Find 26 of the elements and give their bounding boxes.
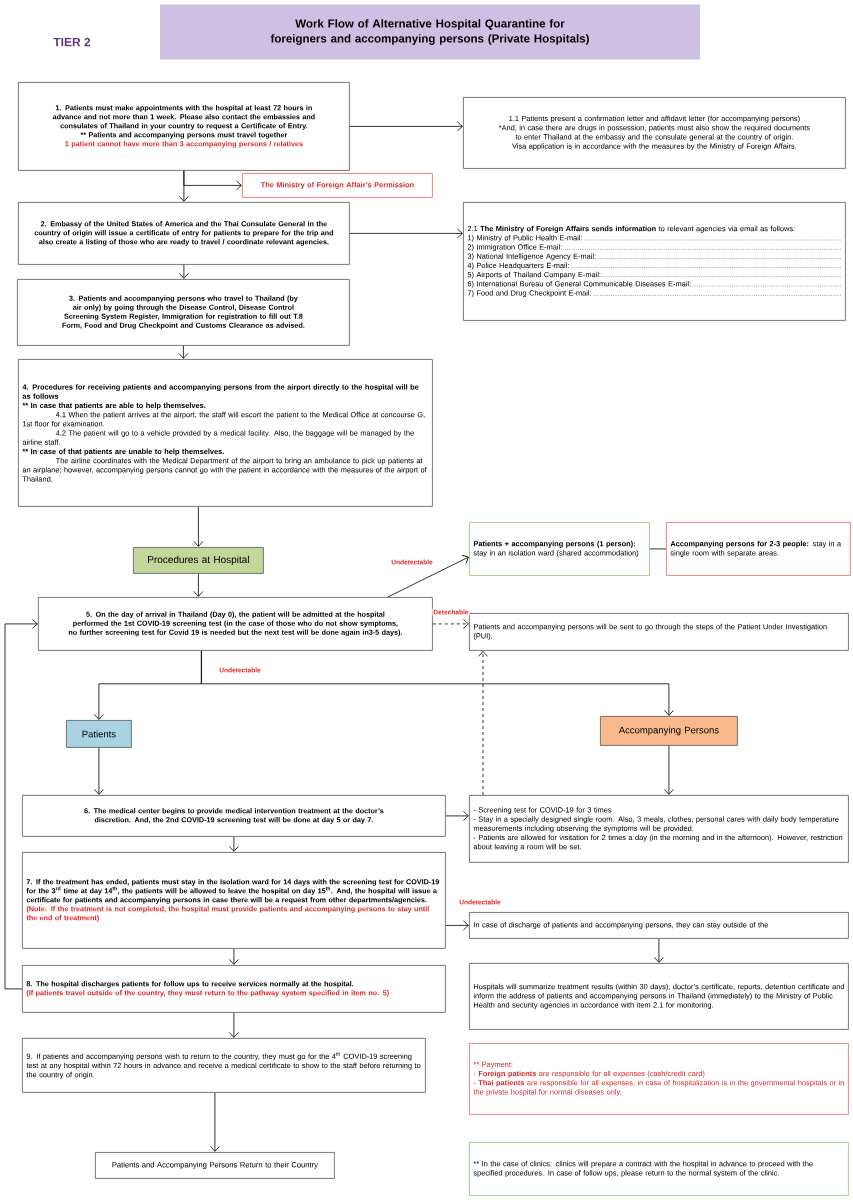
- group-box: Patients: [66, 720, 132, 748]
- group-box: Accompanying Persons: [600, 716, 738, 746]
- arrow: [229, 1012, 239, 1038]
- arrow: [4, 619, 38, 990]
- stage-box: Procedures at Hospital: [133, 547, 264, 574]
- arrow: [445, 811, 469, 821]
- arrow: [178, 345, 189, 359]
- arrow: [387, 554, 469, 598]
- arrow: [179, 170, 189, 202]
- tier-label: TIER 2: [53, 37, 91, 47]
- arrow: [229, 948, 239, 965]
- dashed-arrow: [432, 619, 469, 629]
- arrow: [193, 506, 204, 547]
- dashed-arrow: [478, 651, 488, 796]
- arrow: [664, 745, 674, 795]
- title-banner: Work Flow of Alternative Hospital Quarantine for foreigners and accompanying persons (Private Hospitals): [160, 4, 700, 60]
- arrow: [94, 747, 104, 795]
- arrow: [229, 836, 239, 852]
- arrow: [654, 938, 664, 963]
- arrow: [445, 920, 469, 931]
- arrow: [193, 573, 204, 597]
- arrow: [201, 650, 674, 716]
- arrow: [349, 228, 463, 239]
- arrow: [349, 121, 463, 132]
- arrow: [179, 264, 189, 279]
- arrow: [210, 1092, 220, 1152]
